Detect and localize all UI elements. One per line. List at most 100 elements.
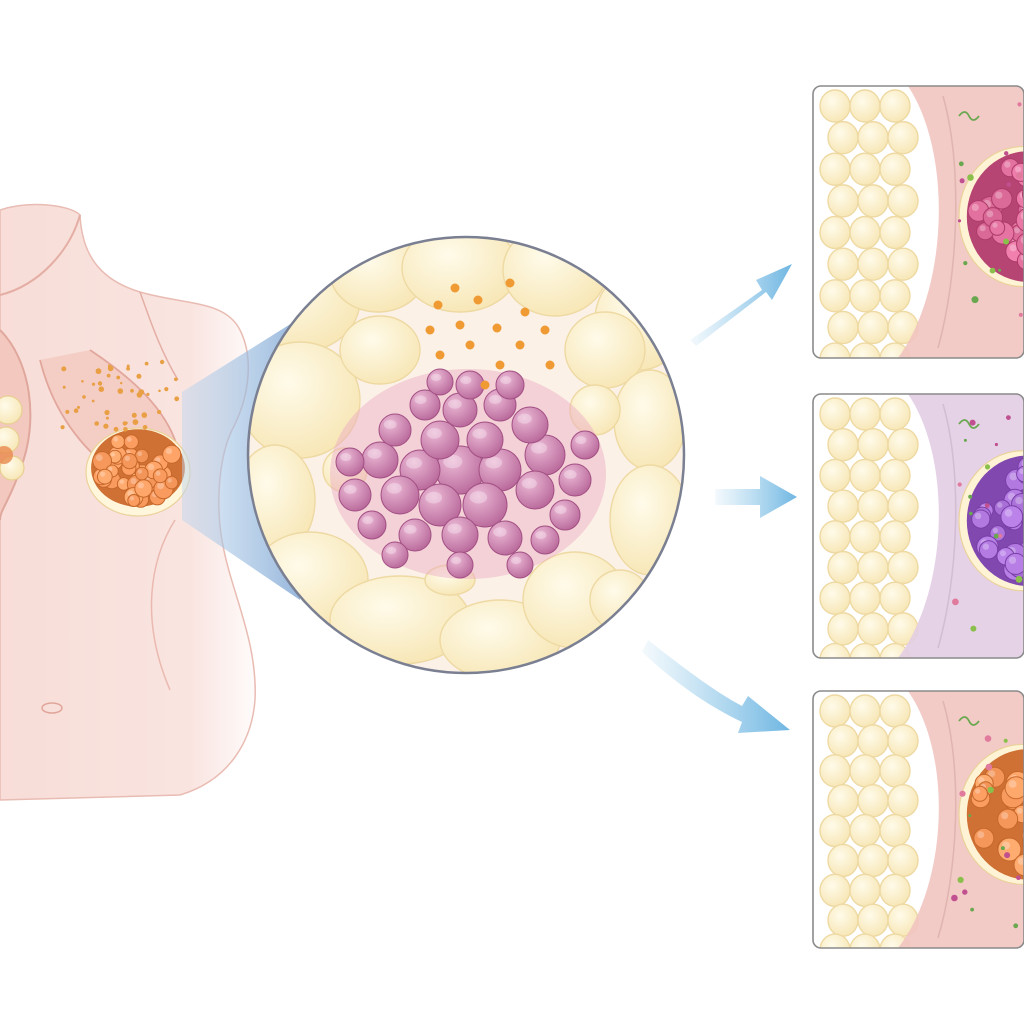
signal-molecule — [993, 533, 999, 539]
fat-cell-icon — [827, 310, 859, 345]
fat-cell-icon — [879, 397, 911, 431]
signal-molecule — [998, 533, 1003, 538]
panel-frame — [812, 393, 1024, 659]
fat-cell-icon — [887, 550, 919, 585]
fat-cell-icon — [819, 520, 851, 554]
signal-molecule — [970, 625, 977, 632]
fat-cell-icon — [819, 813, 851, 848]
fat-cell-icon — [849, 520, 881, 554]
subtype-panel-3 — [812, 690, 1024, 949]
fat-cell-icon — [857, 550, 889, 585]
fat-cell-icon — [849, 89, 881, 123]
signal-molecule — [1018, 312, 1023, 317]
signal-molecule — [984, 464, 991, 470]
signal-molecule — [957, 482, 962, 487]
fat-cell-icon — [879, 89, 911, 123]
signal-molecule — [958, 161, 964, 167]
fat-cell-icon — [849, 215, 881, 250]
fat-cell-icon — [879, 694, 911, 728]
signal-molecule — [989, 267, 996, 274]
signal-molecule — [1000, 846, 1005, 851]
signal-molecule — [1017, 102, 1022, 107]
signal-molecule — [962, 889, 968, 895]
cytokine-dot — [455, 320, 465, 330]
cytokine-dot — [505, 278, 515, 288]
fat-cell-icon — [849, 813, 881, 848]
fat-cell-icon — [857, 310, 889, 345]
cytokine-dot — [425, 325, 435, 335]
navel — [41, 702, 63, 714]
arrow-icon — [642, 264, 797, 733]
fat-cell-icon — [879, 581, 911, 615]
fat-cell-icon — [339, 315, 421, 385]
signal-molecule — [984, 503, 990, 508]
fat-cell-icon — [879, 215, 911, 250]
cytokine-dot — [435, 350, 445, 360]
signal-molecule — [971, 296, 979, 304]
fat-cell-icon — [827, 724, 859, 758]
fat-cell-icon — [827, 489, 859, 523]
magnified-tissue-icon — [246, 235, 686, 675]
fat-cell-icon — [827, 247, 859, 281]
signal-molecule — [969, 511, 973, 516]
signal-molecule — [1016, 172, 1023, 179]
fat-cell-icon — [857, 247, 889, 281]
panel-frame — [812, 85, 1024, 359]
fat-cell-icon — [857, 783, 889, 818]
signal-molecule — [952, 598, 959, 606]
fat-cell-icon — [819, 215, 851, 250]
fat-cell-icon — [819, 152, 851, 186]
cytokine-dot — [492, 323, 502, 333]
cytokine-dot — [540, 325, 550, 335]
signal-molecule — [1006, 415, 1011, 420]
fat-tissue-column — [819, 397, 919, 658]
fat-cell-icon — [827, 903, 859, 937]
fat-cell-icon — [879, 279, 911, 313]
signal-molecule — [970, 907, 974, 912]
fat-cell-icon — [887, 783, 919, 818]
cytokine-dot — [520, 307, 530, 317]
fat-cell-icon — [819, 642, 851, 658]
subtype-panel-2 — [812, 393, 1024, 659]
fat-cell-icon — [819, 342, 851, 358]
fat-cell-icon — [857, 489, 889, 523]
arrow-to-panel-3 — [642, 640, 790, 733]
fat-cell-icon — [613, 369, 684, 471]
signal-molecule — [957, 876, 964, 884]
signal-molecule — [967, 174, 974, 181]
fat-tissue-column — [819, 694, 919, 948]
signal-molecule — [998, 268, 1002, 272]
fat-cell-icon — [827, 612, 859, 646]
fat-cell-icon — [879, 754, 911, 788]
fat-cell-icon — [819, 581, 851, 615]
fat-cell-icon — [887, 184, 919, 218]
fat-cell-icon — [819, 754, 851, 788]
fat-cell-icon — [819, 933, 851, 948]
fat-cell-icon — [827, 783, 859, 818]
fat-cell-icon — [879, 520, 911, 554]
fat-cell-icon — [879, 152, 911, 186]
fat-cell-icon — [819, 89, 851, 123]
fat-cell-icon — [827, 184, 859, 218]
fat-cell-icon — [887, 489, 919, 523]
signal-molecule — [987, 786, 994, 794]
signal-molecule — [968, 494, 973, 499]
subtype-panel-1 — [812, 85, 1024, 359]
fat-cell-icon — [857, 120, 889, 155]
cytokine-dot — [480, 380, 490, 390]
tumor-cluster-icon — [966, 455, 1024, 586]
fat-cell-icon — [819, 458, 851, 493]
signal-molecule — [969, 419, 976, 426]
signal-molecule — [1003, 238, 1010, 245]
signal-molecule — [963, 438, 967, 442]
fat-cell-icon — [887, 843, 919, 878]
fat-cell-icon — [819, 279, 851, 313]
fat-cell-icon — [849, 279, 881, 313]
fat-cell-icon — [857, 184, 889, 218]
cytokine-dot — [465, 340, 475, 350]
fat-cell-icon — [849, 397, 881, 431]
cytokine-dot — [433, 300, 443, 310]
signal-molecule — [963, 261, 968, 266]
panel-frame — [812, 690, 1024, 949]
